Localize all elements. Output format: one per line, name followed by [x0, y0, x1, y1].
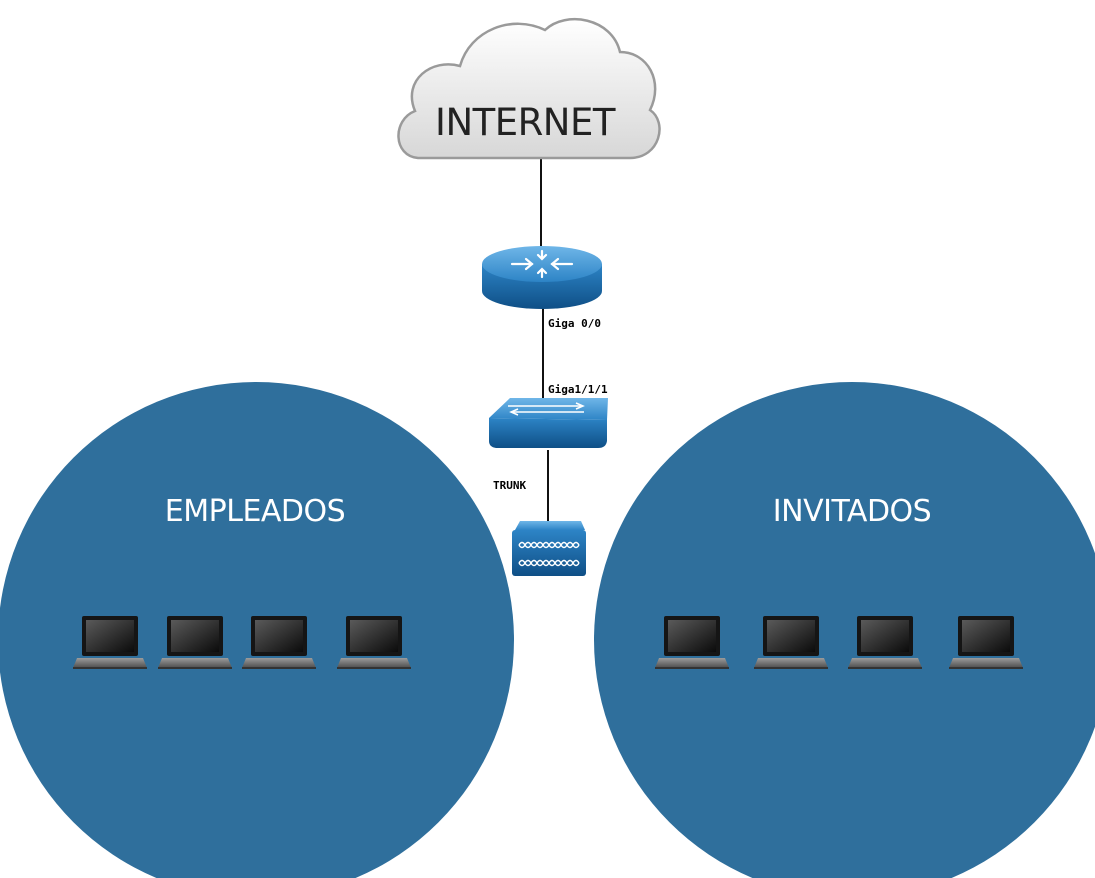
router-port-label: Giga 0/0	[548, 317, 601, 330]
laptop-icon[interactable]	[655, 616, 729, 669]
zone-label: EMPLEADOS	[165, 494, 345, 529]
laptop-icon[interactable]	[158, 616, 232, 669]
wireless-access-point-icon[interactable]	[512, 521, 586, 576]
cloud-icon: INTERNET	[397, 17, 661, 160]
switch-port-label: Giga1/1/1	[548, 383, 608, 396]
zone-circle	[594, 382, 1095, 878]
links	[540, 158, 549, 524]
laptop-icon[interactable]	[337, 616, 411, 669]
laptop-icon[interactable]	[242, 616, 316, 669]
laptop-icon[interactable]	[949, 616, 1023, 669]
router-icon[interactable]	[482, 246, 602, 309]
laptop-icon[interactable]	[754, 616, 828, 669]
trunk-label: TRUNK	[493, 479, 526, 492]
zone-label: INVITADOS	[773, 494, 931, 529]
cloud-label: INTERNET	[435, 101, 616, 144]
laptop-icon[interactable]	[848, 616, 922, 669]
zone-invitados: INVITADOS	[594, 382, 1095, 878]
switch-icon[interactable]	[489, 398, 608, 448]
laptop-icon[interactable]	[73, 616, 147, 669]
